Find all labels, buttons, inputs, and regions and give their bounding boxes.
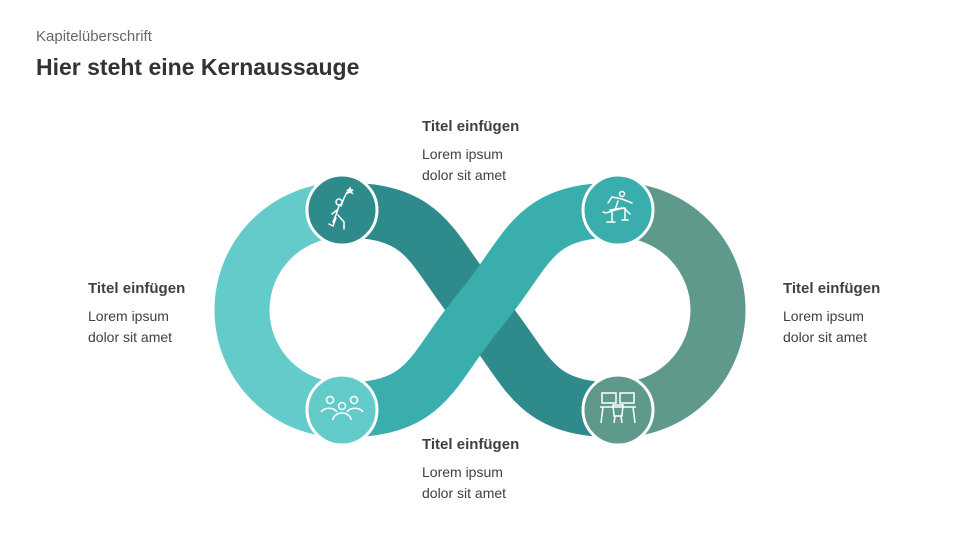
block-title: Titel einfügen [422, 436, 520, 453]
hurdle-runner-icon [581, 173, 655, 247]
block-text: Lorem ipsum [422, 464, 503, 480]
text-block-right: Titel einfügen Lorem ipsum dolor sit ame… [783, 278, 880, 348]
page-title: Hier steht eine Kernaussauge [36, 54, 360, 80]
team-icon [305, 373, 379, 447]
block-text: dolor sit amet [783, 329, 868, 345]
workstation-icon [581, 373, 655, 447]
block-text: Lorem ipsum [783, 308, 864, 324]
celebrate-icon [305, 173, 379, 247]
block-title: Titel einfügen [88, 280, 186, 297]
block-text: Lorem ipsum [88, 308, 169, 324]
text-block-left: Titel einfügen Lorem ipsum dolor sit ame… [88, 278, 185, 348]
text-block-bottom: Titel einfügen Lorem ipsum dolor sit ame… [422, 434, 519, 504]
text-block-top: Titel einfügen Lorem ipsum dolor sit ame… [422, 116, 519, 186]
block-text: dolor sit amet [422, 167, 507, 183]
block-text: Lorem ipsum [422, 146, 503, 162]
right-loop [617, 182, 746, 438]
chapter-heading: Kapitelüberschrift [36, 28, 152, 45]
block-title: Titel einfügen [783, 280, 881, 297]
block-title: Titel einfügen [422, 118, 520, 135]
left-loop [214, 182, 343, 438]
block-text: dolor sit amet [422, 485, 507, 501]
mid-band [341, 182, 619, 438]
block-text: dolor sit amet [88, 329, 173, 345]
